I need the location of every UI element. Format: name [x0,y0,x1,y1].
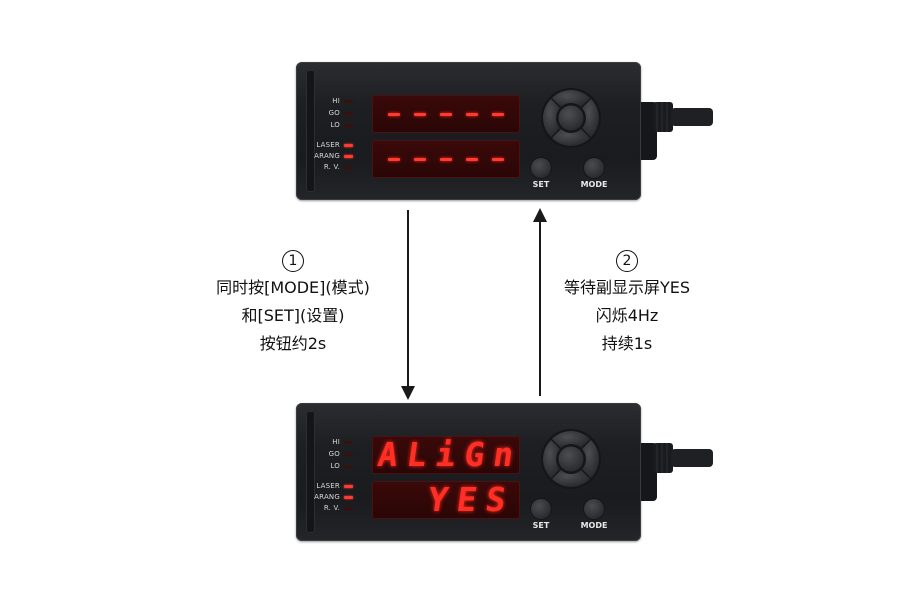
left-key [543,440,560,478]
indicator-led-go [344,112,353,115]
indicator-led-rv [344,166,353,169]
indicator-led-arang [344,496,353,499]
indicator-led-hi [344,441,353,444]
step-2-line-2: 闪烁4Hz [595,306,659,325]
indicator-label-rv: R. V. [323,504,340,512]
step-2-number: 2 [616,250,638,272]
down-arrow [401,210,415,400]
step-2-line-1: 等待副显示屏YES [563,278,691,297]
step-1-line-3: 按钮约2s [259,334,327,353]
indicator-led-laser [344,144,353,147]
down-key [552,129,590,146]
cable [653,102,713,132]
indicator-led-go [344,453,353,456]
dash-readout [388,112,504,116]
cable [653,443,713,473]
set-button[interactable] [531,499,551,519]
main-display: ALiGn [372,436,520,474]
mode-button[interactable] [584,158,604,178]
down-key [552,470,590,487]
direction-pad[interactable] [540,87,602,149]
up-key [552,90,590,107]
indicator-led-rv [344,507,353,510]
side-rib [306,70,315,192]
indicator-label-lo: LO [330,462,340,470]
set-button-label: SET [532,180,550,189]
indicator-led-arang [344,155,353,158]
set-button[interactable] [531,158,551,178]
sensor-device-bottom: HI GO LO LASER ARANG R. V. ALiGn YES SET… [296,403,657,541]
mode-button-label: MODE [580,521,608,530]
sub-display [372,140,520,178]
side-rib [306,411,315,533]
indicator-led-laser [344,485,353,488]
indicator-label-arang: ARANG [314,152,340,160]
left-key [543,99,560,137]
set-button-label: SET [532,521,550,530]
sensor-device-top: HI GO LO LASER ARANG R. V. SET MOD [296,62,657,200]
up-arrow [533,208,547,396]
up-key [552,431,590,448]
step-2-caption: 2 等待副显示屏YES 闪烁4Hz 持续1s [522,246,732,358]
step-1-line-2: 和[SET](设置) [241,306,345,325]
mode-button-label: MODE [580,180,608,189]
indicator-led-hi [344,100,353,103]
indicator-label-lo: LO [330,121,340,129]
indicator-led-lo [344,465,353,468]
indicator-label-laser: LASER [316,482,340,490]
dash-readout [388,157,504,161]
indicator-label-hi: HI [332,438,340,446]
indicator-label-go: GO [328,109,340,117]
direction-pad[interactable] [540,428,602,490]
indicator-label-arang: ARANG [314,493,340,501]
main-display-text: ALiGn [375,436,520,474]
indicator-label-go: GO [328,450,340,458]
sub-display: YES [372,481,520,519]
mode-button[interactable] [584,499,604,519]
indicator-label-laser: LASER [316,141,340,149]
main-display [372,95,520,133]
right-key [582,440,599,478]
sub-display-text: YES [425,481,518,519]
indicator-label-rv: R. V. [323,163,340,171]
indicator-label-hi: HI [332,97,340,105]
step-2-line-3: 持续1s [601,334,653,353]
right-key [582,99,599,137]
step-1-line-1: 同时按[MODE](模式) [216,278,370,297]
step-1-number: 1 [282,250,304,272]
indicator-led-lo [344,124,353,127]
step-1-caption: 1 同时按[MODE](模式) 和[SET](设置) 按钮约2s [188,246,398,358]
